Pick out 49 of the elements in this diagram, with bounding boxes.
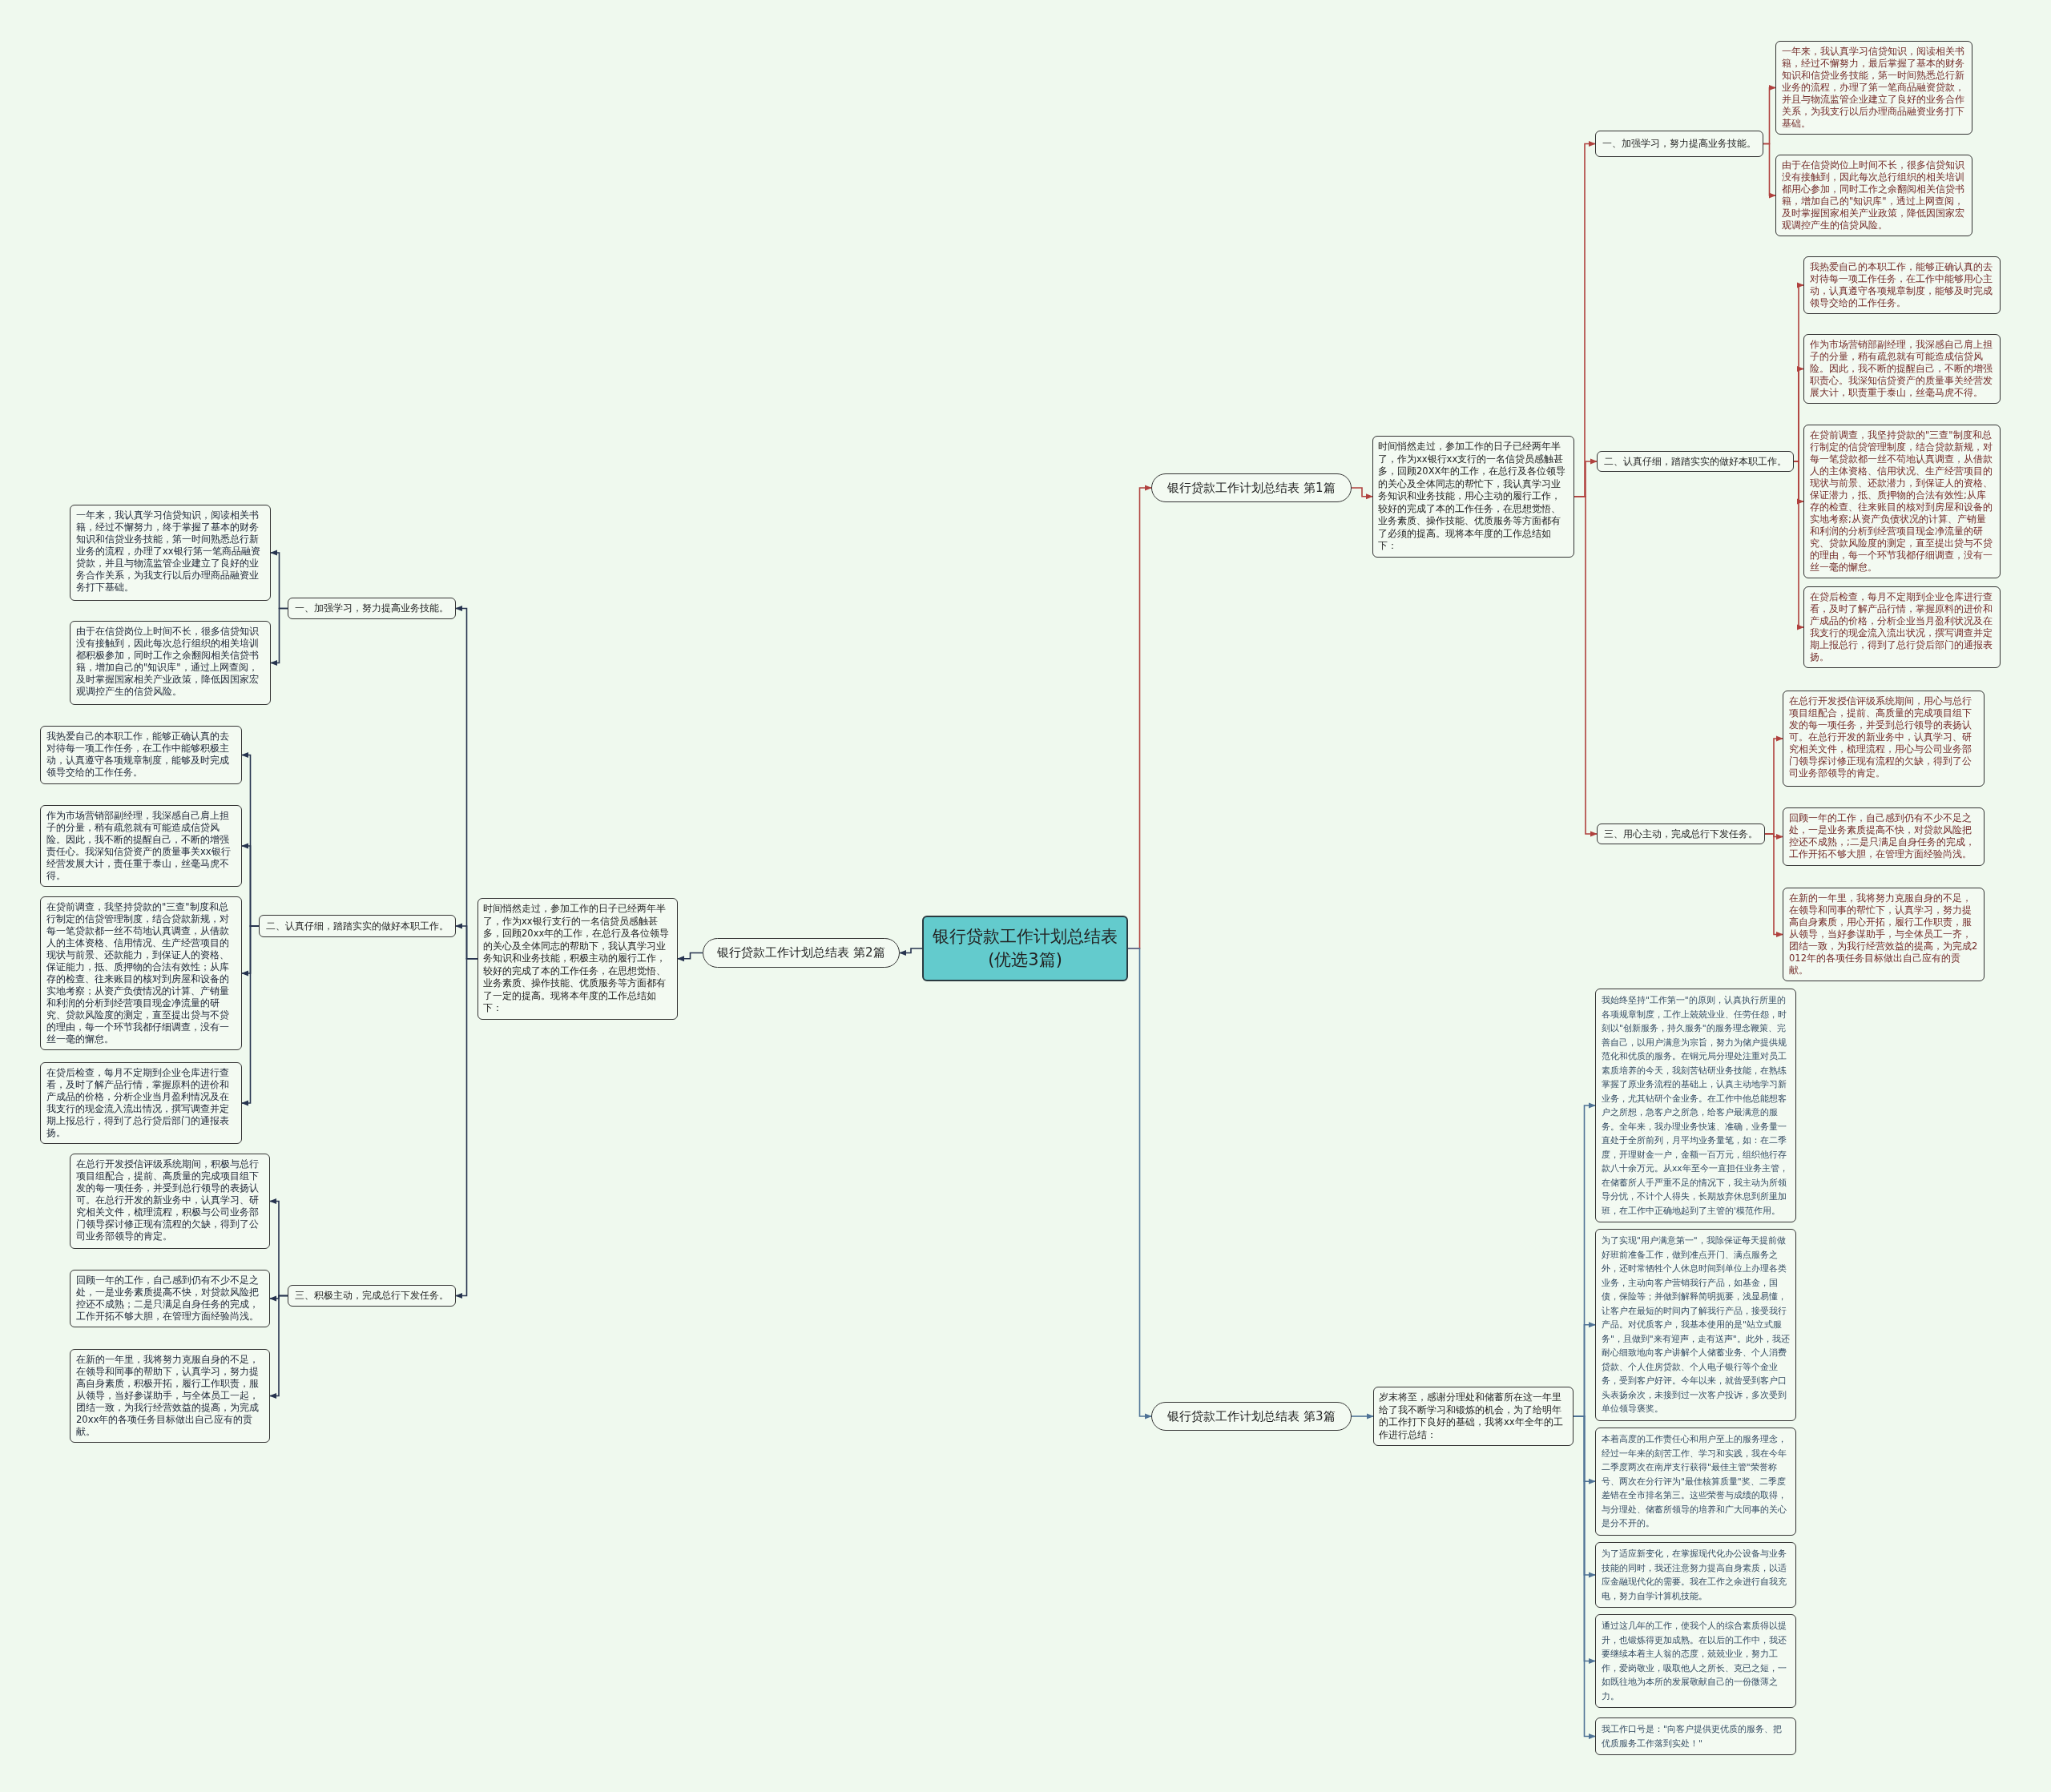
text-card: 时间悄然走过，参加工作的日子已经两年半了，作为xx银行xx支行的一名信贷员感触甚多，回顾20XX年的工作，在总行及各位领导的关心及全体同志的帮忙下，我认真学习业务知识和业务技能，用心主动的履行工作，较好的完成了本的工作任务，在思想觉悟、业务素质、操作技能、优质服务等方面都有了必须的提高。现将本年度的工作总结如下： (1372, 436, 1574, 558)
connector-arrow (241, 925, 260, 1106)
subtopic-box: 一、加强学习，努力提高业务技能。 (288, 598, 456, 619)
connector-arrow (270, 607, 288, 666)
text-card: 由于在信贷岗位上时间不长，很多信贷知识没有接触到，因此每次总行组织的相关培训都用心参加，同时工作之余翻阅相关信贷书籍，增加自己的"知识库"，透过上网查阅，及时掌握国家相关产业政策，降低因国家宏观调控产生的信贷风险。 (1775, 155, 1972, 236)
subtopic-box: 三、用心主动，完成总行下发任务。 (1597, 824, 1765, 844)
subtopic-box: 一、加强学习，努力提高业务技能。 (1595, 131, 1763, 157)
branch-topic: 银行贷款工作计划总结表 第3篇 (1151, 1402, 1352, 1431)
connector-arrow (1351, 1413, 1374, 1420)
text-card: 一年来，我认真学习信贷知识，阅读相关书籍，经过不懈努力，最后掌握了基本的财务知识和信贷业务技能，第一时间熟悉总行新业务的流程，办理了第一笔商品融资贷款，并且与物流监管企业建立了良好的业务合作关系，为我支行以后办理商品融资业务打下基础。 (1775, 41, 1972, 135)
text-card: 回顾一年的工作，自己感到仍有不少不足之处，一是业务素质提高不快，对贷款风险把控还不成熟；二是只满足自身任务的完成，工作开拓不够大胆，在管理方面经验尚浅。 (70, 1270, 270, 1327)
connector-arrow (269, 1295, 288, 1399)
text-card: 在贷后检查，每月不定期到企业仓库进行查看，及时了解产品行情，掌握原料的进价和产成品的价格，分析企业当月盈利情况及在我支行的现金流入流出情况，撰写调查并定期上报总行，得到了总行贷后部门的通报表扬。 (40, 1062, 242, 1144)
text-card: 为了实现"用户满意第一"，我除保证每天提前做好班前准备工作，做到准点开门、满点服务之外，还时常牺牲个人休息时间到单位上办理各类业务，主动向客户营销我行产品，如基金，国债，保险等；并做到解释简明扼要，浅显易懂，让客户在最短的时间内了解我行产品，接受我行产品。对优质客户，我基本使用的是"站立式服务"，且做到"来有迎声，走有送声"。此外，我还耐心细致地向客户讲解个人储蓄业务、个人消费贷款、个人住房贷款、个人电子银行等个金业务，受到客户好评。今年以来，就曾受到客户口头表扬余次，未接到过一次客户投诉，多次受到单位领导褒奖。 (1595, 1229, 1796, 1421)
connector-arrow (677, 952, 703, 962)
connector-arrow (1574, 495, 1598, 837)
text-card: 一年来，我认真学习信贷知识，阅读相关书籍，经过不懈努力，终于掌握了基本的财务知识和信贷业务技能，第一时间熟悉总行新业务的流程，办理了xx银行第一笔商品融资贷款，并且与物流监管企业建立了良好的业务合作关系，为我支行以后办理商品融资业务打下基础。 (70, 505, 271, 601)
connector-arrow (899, 948, 923, 956)
text-card: 在贷前调查，我坚持贷款的"三查"制度和总行制定的信贷管理制度，结合贷款新规，对每一笔贷款都一丝不苟地认真调查，从借款人的主体资格、信用状况、生产经营项目的现状与前景、还款潜力，到保证人的资格、保证潜力，抵、质押物的合法有效性;从库存的检查、往来账目的核对到房屋和设备的实地考察;从资产负债状况的计算、产销量和利润的分析到经营项目现金净流量的研究、贷款风险度的测定，直至提出贷与不贷的理由，每一个环节我都仔细调查，没有一丝一毫的懈怠。 (1803, 425, 2001, 578)
text-card: 在总行开发授信评级系统期间，用心与总行项目组配合，提前、高质量的完成项目组下发的每一项任务，并受到总行领导的表扬认可。在总行开发的新业务中，认真学习、研究相关文件，梳理流程，用心与公司业务部门领导探讨修正现有流程的欠缺，得到了公司业务部领导的肯定。 (1783, 691, 1985, 787)
subtopic-box: 二、认真仔细，踏踏实实的做好本职工作。 (259, 915, 456, 937)
text-card: 在贷后检查，每月不定期到企业仓库进行查看，及时了解产品行情，掌握原料的进价和产成品的价格，分析企业当月盈利状况及在我支行的现金流入流出状况，撰写调查并定期上报总行，得到了总行贷后部门的通报表扬。 (1803, 586, 2001, 668)
text-card: 在新的一年里，我将努力克服自身的不足，在领导和同事的帮助下，认真学习，努力提高自身素质，积极开拓，履行工作职责，服从领导，当好参谋助手，与全体员工一起，团结一致，为我行经营效益的提高，为完成20xx年的各项任务目标做出自己应有的贡献。 (70, 1349, 270, 1443)
text-card: 作为市场营销部副经理，我深感自己肩上担子的分量，稍有疏忽就有可能造成信贷风险。因此，我不断的提醒自己，不断的增强职责心。我深知信贷资产的质量事关经营发展大计，职责重于泰山，丝毫马虎不得。 (1803, 334, 2001, 404)
text-card: 回顾一年的工作，自己感到仍有不少不足之处，一是业务素质提高不快，对贷款风险把控还不成熟，;二是只满足自身任务的完成，工作开拓不够大胆，在管理方面经验尚浅。 (1783, 807, 1985, 866)
connector-arrow (1763, 143, 1776, 199)
text-card: 在总行开发授信评级系统期间，积极与总行项目组配合，提前、高质量的完成项目组下发的每一项任务，并受到总行领导的表扬认可。在总行开发的新业务中，认真学习、研究相关文件，梳理流程，积极与公司业务部门领导探讨修正现有流程的欠缺，得到了公司业务部领导的肯定。 (70, 1154, 270, 1249)
text-card: 岁末将至，感谢分理处和储蓄所在这一年里给了我不断学习和锻炼的机会，为了给明年的工作打下良好的基础，我将xx年全年的工作进行总结： (1373, 1387, 1574, 1446)
text-card: 在贷前调查，我坚持贷款的"三查"制度和总行制定的信贷管理制度，结合贷款新规，对每一笔贷款都一丝不苟地认真调查，从借款人的主体资格、信用情况、生产经营项目的现状与前景、还款能力，到保证人的资格、保证能力，抵、质押物的合法有效性；从库存的检查、往来账目的核对到房屋和设备的实地考察；从资产负债情况的计算、产销量和利润的分析到经营项目现金净流量的研究、贷款风险度的测定，直至提出贷与不贷的理由，每一个环节我都仔细调查，没有一丝一毫的懈怠。 (40, 896, 242, 1050)
connector-arrow (455, 957, 478, 1299)
text-card: 作为市场营销部副经理，我深感自己肩上担子的分量，稍有疏忽就有可能造成信贷风险。因此，我不断的提醒自己，不断的增强责任心。我深知信贷资产的质量事关xx银行经营发展大计，责任重于泰山，丝毫马虎不得。 (40, 805, 242, 887)
branch-topic: 银行贷款工作计划总结表 第2篇 (703, 938, 900, 968)
subtopic-box: 三、积极主动，完成总行下发任务。 (288, 1285, 456, 1307)
text-card: 我始终坚持"工作第一"的原则，认真执行所里的各项规章制度，工作上兢兢业业、任劳任怨，时刻以"创新服务，持久服务"的服务理念鞭策、完善自己，以用户满意为宗旨，努力为储户提供规范化和优质的服务。在铜元局分理处注重对员工素质培养的今天，我刻苦钻研业务技能，在熟练掌握了原业务流程的基础上，认真主动地学习新业务，尤其钻研个金业务。在工作中他总能想客户之所想，急客户之所急，给客户最满意的服务。全年来，我办理业务快速、准确，业务量一直处于全所前列，月平均业务量笔，如：在二季度，开理财金一户，金额一百万元，组织他行存款八十余万元。从xx年至今一直担任业务主管，在储蓄所人手严重不足的情况下，我主动为所领导分忧，不计个人得失，长期放弃休息到所里加班，在工作中正确地起到了主管的'模范作用。 (1595, 989, 1796, 1222)
central-topic: 银行贷款工作计划总结表(优选3篇) (922, 916, 1128, 981)
text-card: 通过这几年的工作，使我个人的综合素质得以提升，也锻炼得更加成熟。在以后的工作中，我还要继续本着主人翁的态度，兢兢业业，努力工作，爱岗敬业，吸取他人之所长、克已之短，一如既往地为本所的发展敬献自己的一份微薄之力。 (1595, 1614, 1796, 1708)
text-card: 时间悄然走过，参加工作的日子已经两年半了，作为xx银行支行的一名信贷员感触甚多，回顾20xx年的工作，在总行及各位领导的关心及全体同志的帮助下，我认真学习业务知识和业务技能，积极主动的履行工作，较好的完成了本的工作任务，在思想觉悟、业务素质、操作技能、优质服务等方面都有了一定的提高。现将本年度的工作总结如下： (477, 898, 678, 1020)
text-card: 本着高度的工作责任心和用户至上的服务理念，经过一年来的刻苦工作、学习和实践，我在今年二季度两次在南岸支行获得"最佳主管"荣誉称号、两次在分行评为"最佳核算质量"奖、二季度差错在全市排名第三。这些荣誉与成绩的取得，与分理处、储蓄所领导的培养和广大同事的关心是分不开的。 (1595, 1428, 1796, 1536)
text-card: 由于在信贷岗位上时间不长，很多信贷知识没有接触到，因此每次总行组织的相关培训都积极参加，同时工作之余翻阅相关信贷书籍，增加自己的"知识库"，通过上网查阅，及时掌握国家相关产业政策，降低因国家宏观调控产生的信贷风险。 (70, 621, 271, 705)
text-card: 为了适应新变化，在掌握现代化办公设备与业务技能的同时，我还注意努力提高自身素质，以适应金融现代化的需要。我在工作之余进行自我充电，努力自学计算机技能。 (1595, 1542, 1796, 1608)
connector-arrow (1764, 833, 1783, 938)
branch-topic: 银行贷款工作计划总结表 第1篇 (1151, 473, 1352, 502)
connector-arrow (1127, 948, 1152, 1420)
text-card: 我热爱自己的本职工作，能够正确认真的去对待每一项工作任务，在工作中能够积极主动，认真遵守各项规章制度，能够及时完成领导交给的工作任务。 (40, 726, 242, 784)
text-card: 我工作口号是："向客户提供更优质的服务、把优质服务工作落到实处！" (1595, 1718, 1796, 1755)
connector-arrow (1351, 487, 1373, 500)
subtopic-box: 二、认真仔细，踏踏实实的做好本职工作。 (1597, 451, 1794, 472)
text-card: 我热爱自己的本职工作，能够正确认真的去对待每一项工作任务，在工作中能够用心主动，认真遵守各项规章制度，能够及时完成领导交给的工作任务。 (1803, 256, 2001, 314)
text-card: 在新的一年里，我将努力克服自身的不足，在领导和同事的帮忙下，认真学习，努力提高自身素质，用心开拓，履行工作职责，服从领导，当好参谋助手，与全体员工一齐，团结一致，为我行经营效益的提高，为完成2012年的各项任务目标做出自己应有的贡献。 (1783, 888, 1985, 981)
